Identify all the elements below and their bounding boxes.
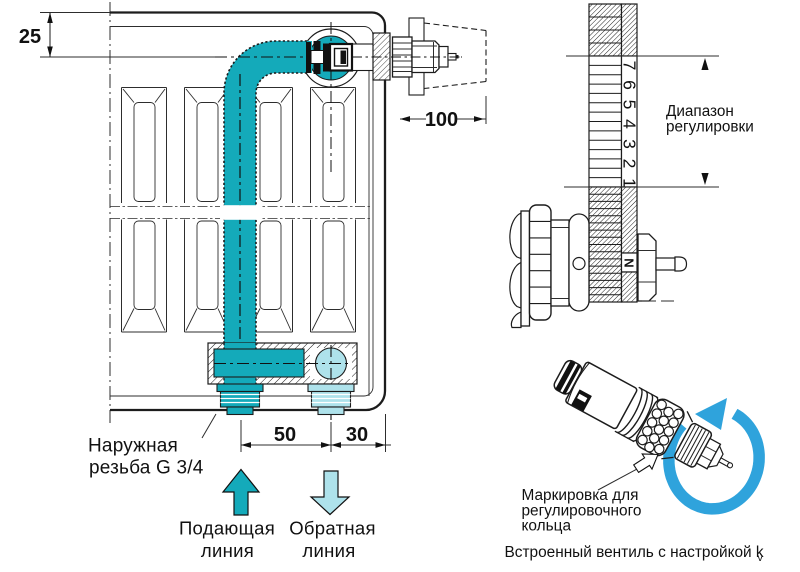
svg-text:N: N [622, 258, 637, 267]
svg-text:1: 1 [620, 178, 640, 188]
svg-text:2: 2 [620, 159, 640, 169]
svg-text:линия: линия [302, 540, 355, 561]
svg-text:50: 50 [274, 424, 296, 446]
svg-text:регулировки: регулировки [666, 119, 754, 136]
svg-text:Встроенный вентиль с настройко: Встроенный вентиль с настройкой k [505, 544, 764, 561]
svg-text:3: 3 [620, 139, 640, 149]
svg-text:резьба G 3/4: резьба G 3/4 [89, 458, 204, 479]
svg-text:Подающая: Подающая [179, 518, 275, 539]
svg-text:30: 30 [346, 424, 368, 446]
svg-text:линия: линия [201, 540, 254, 561]
svg-text:Маркировка для: Маркировка для [522, 487, 639, 504]
svg-text:100: 100 [425, 109, 458, 131]
svg-text:4: 4 [620, 119, 640, 129]
svg-text:25: 25 [19, 26, 41, 48]
svg-text:Обратная: Обратная [289, 518, 376, 539]
svg-text:7: 7 [620, 61, 640, 71]
svg-text:регулировочного: регулировочного [522, 503, 642, 520]
svg-text:Наружная: Наружная [88, 436, 178, 457]
svg-text:кольца: кольца [522, 518, 572, 535]
svg-text:5: 5 [620, 100, 640, 110]
svg-text:Диапазон: Диапазон [666, 103, 734, 120]
svg-text:v: v [758, 552, 764, 564]
svg-text:6: 6 [620, 80, 640, 90]
